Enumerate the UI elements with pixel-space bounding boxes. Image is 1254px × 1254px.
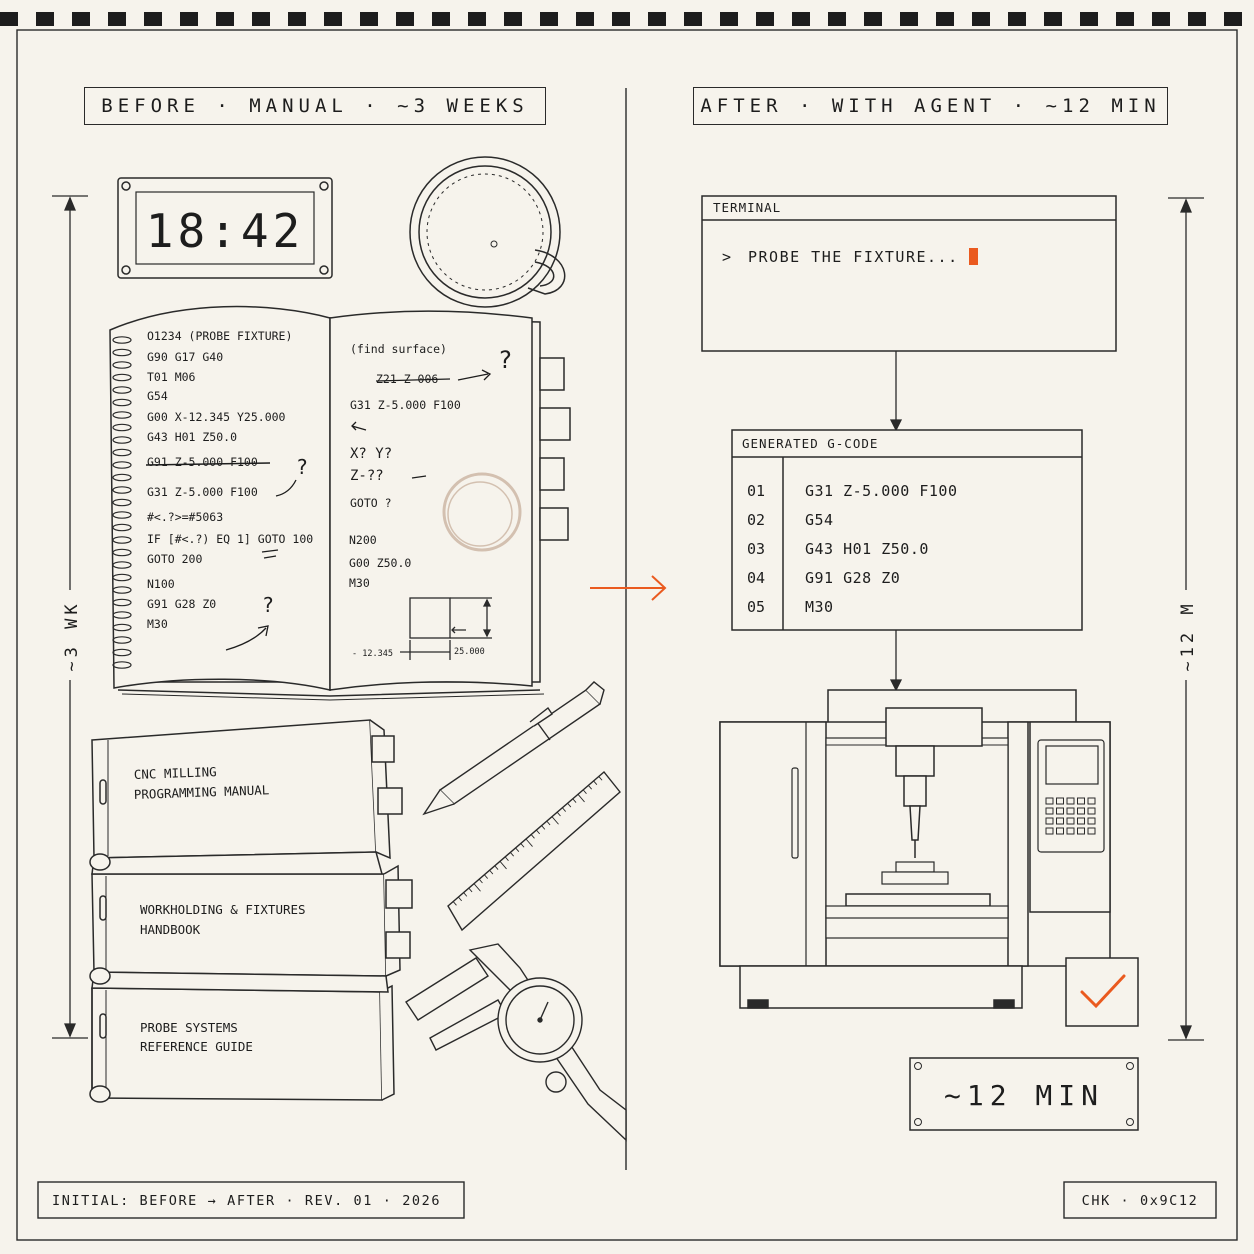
- check-icon: [1080, 974, 1126, 1009]
- gcode-line-code: G31 Z-5.000 F100: [805, 482, 958, 500]
- left-dimension-line: [52, 195, 88, 1039]
- gcode-line-number: 03: [747, 540, 765, 558]
- question-mark-3: ?: [498, 346, 512, 374]
- gcode-line-code: G54: [805, 511, 834, 529]
- notebook-scribbles: [225, 369, 492, 651]
- notebook-right-line: Z21 Z-006: [376, 372, 438, 386]
- question-mark-1: ?: [296, 455, 308, 479]
- outer-frame: [16, 29, 1238, 1241]
- right-dimension-line: [1168, 197, 1204, 1041]
- notebook-left-line: G90 G17 G40: [147, 350, 223, 364]
- strike-line: [145, 462, 271, 466]
- footer-right-text: CHK · 0x9C12: [1082, 1193, 1199, 1209]
- notebook-left-line: G54: [147, 389, 168, 403]
- terminal-cursor: [969, 248, 978, 265]
- caliper-icon: [405, 943, 627, 1142]
- notebook-right-line: M30: [349, 576, 370, 590]
- gcode-line-number: 04: [747, 569, 765, 587]
- terminal-command: PROBE THE FIXTURE...: [748, 248, 959, 266]
- notebook-left-line: G91 G28 Z0: [147, 597, 216, 611]
- manual-books: [89, 719, 413, 1103]
- book-3-line-2: REFERENCE GUIDE: [140, 1039, 253, 1054]
- gcode-lines: 01 G31 Z-5.000 F100 02 G54 03 G43 H01 Z50.0 04…: [747, 482, 958, 616]
- notebook-right-line: Z-??: [350, 468, 384, 484]
- coffee-stain: [442, 472, 522, 552]
- left-dimension-label: ~3 WK: [62, 600, 82, 671]
- before-header: BEFORE · MANUAL · ~3 WEEKS: [84, 87, 546, 125]
- coffee-mug-icon: [409, 156, 566, 308]
- book-3-line-1: PROBE SYSTEMS: [140, 1020, 238, 1035]
- notebook-left-line: O1234 (PROBE FIXTURE): [147, 329, 292, 343]
- digital-clock: [117, 177, 333, 279]
- notebook-right-line: (find surface): [350, 342, 447, 356]
- pencil-icon: [422, 681, 605, 816]
- notebook-icon: [109, 305, 571, 701]
- terminal-prompt: >: [722, 248, 731, 266]
- terminal-title: TERMINAL: [713, 200, 781, 215]
- check-box: [1065, 957, 1139, 1027]
- checker-border: [0, 12, 1242, 26]
- book-1-line-2: PROGRAMMING MANUAL: [134, 782, 270, 802]
- gcode-line-code: M30: [805, 598, 834, 616]
- fixture-sketch: [400, 597, 492, 660]
- gcode-title: GENERATED G-CODE: [742, 436, 878, 451]
- gcode-line-number: 05: [747, 598, 765, 616]
- notebook-left-line: T01 M06: [147, 370, 196, 384]
- ruler-icon: [447, 770, 621, 932]
- notebook-left-line: G00 X-12.345 Y25.000: [147, 410, 286, 424]
- gcode-line-number: 02: [747, 511, 765, 529]
- sketch-dim-x: - 12.345: [352, 649, 393, 659]
- cnc-keypad: [1045, 797, 1096, 835]
- terminal-window: [701, 195, 1117, 352]
- result-plate: [909, 1057, 1139, 1131]
- book-2-line-2: HANDBOOK: [140, 922, 201, 937]
- footer-left-text: INITIAL: BEFORE → AFTER · REV. 01 · 2026: [52, 1193, 441, 1209]
- flow-connector-2: [889, 630, 903, 692]
- gcode-panel: [731, 429, 1083, 631]
- clock-time: 18:42: [146, 204, 304, 258]
- notebook-left-line: G43 H01 Z50.0: [147, 430, 237, 444]
- book-2-line-1: WORKHOLDING & FIXTURES: [140, 902, 306, 917]
- notebook-left-line: GOTO 200: [147, 552, 202, 566]
- ruler-ticks: [452, 776, 603, 906]
- transition-arrow: [590, 575, 667, 601]
- gcode-line-code: G43 H01 Z50.0: [805, 540, 929, 558]
- notebook-left-line: G91 Z-5.000 F100: [147, 455, 258, 469]
- notebook-left-line: N100: [147, 577, 175, 591]
- footer-right-box: [1063, 1181, 1217, 1219]
- right-dimension-label: ~12 M: [1178, 600, 1198, 671]
- question-mark-2: ?: [262, 593, 274, 617]
- notebook-right-line: N200: [349, 533, 377, 547]
- notebook-left-line: #<.?>=#5063: [147, 510, 223, 524]
- notebook-right-line: X? Y?: [350, 446, 392, 462]
- notebook-right-line: GOTO ?: [350, 496, 392, 510]
- notebook-spiral: [112, 336, 132, 669]
- after-header: AFTER · WITH AGENT · ~12 MIN: [693, 87, 1168, 125]
- notebook-left-line: M30: [147, 617, 168, 631]
- book-1-line-1: CNC MILLING: [134, 764, 217, 782]
- notebook-left-line: IF [#<.?) EQ 1] GOTO 100: [147, 532, 313, 546]
- sketch-dim-y: 25.000: [454, 647, 485, 657]
- flow-connector-1: [889, 351, 903, 432]
- notebook-left-line: G31 Z-5.000 F100: [147, 485, 258, 499]
- notebook-right-line: G31 Z-5.000 F100: [350, 398, 461, 412]
- gcode-line-number: 01: [747, 482, 765, 500]
- footer-left-box: [37, 1181, 465, 1219]
- gcode-line-code: G91 G28 Z0: [805, 569, 900, 587]
- result-label: ~12 MIN: [944, 1079, 1104, 1112]
- notebook-right-line: G00 Z50.0: [349, 556, 411, 570]
- cnc-machine-icon: [719, 689, 1111, 1009]
